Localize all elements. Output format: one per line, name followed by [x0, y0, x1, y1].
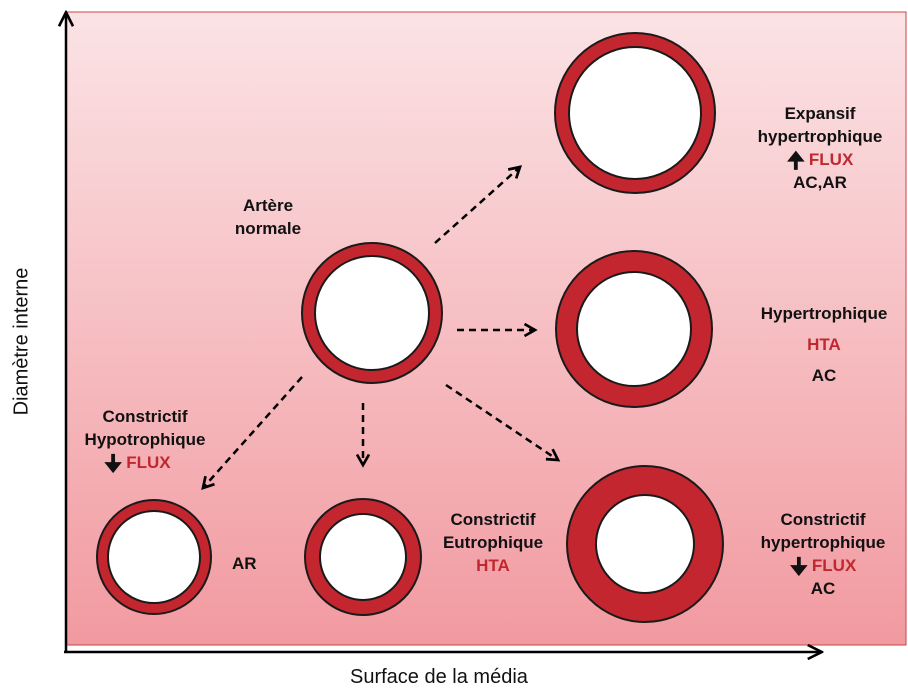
- down-arrow-icon: 🠋: [104, 450, 123, 476]
- vessel-expansif-lumen: [568, 46, 702, 180]
- label-hypertrophique: Hypertrophique HTA AC: [760, 304, 888, 385]
- vessel-expansif: [554, 32, 716, 194]
- y-axis-label: Diamètre interne: [10, 267, 33, 416]
- vessel-constrictif-hyper-lumen: [595, 494, 695, 594]
- label-constrictif-hyper: Constrictif hypertrophique 🠋FLUX AC: [760, 510, 886, 598]
- vessel-constrictif-hypo: [96, 499, 212, 615]
- up-arrow-icon: 🠉: [786, 147, 805, 173]
- label-constrictif-hypo: Constrictif Hypotrophique 🠋FLUX: [84, 407, 206, 476]
- vessel-normal-lumen: [314, 255, 430, 371]
- arrow-to-constrictif-hypo: [201, 376, 303, 491]
- vessel-constrictif-eutro: [304, 498, 422, 616]
- label-expansif: Expansif hypertrophique 🠉FLUX AC,AR: [757, 104, 883, 192]
- vessel-constrictif-eutro-lumen: [319, 513, 407, 601]
- arrow-to-constrictif-hyper: [445, 383, 561, 462]
- vessel-hypertrophique-lumen: [576, 271, 692, 387]
- vessel-hypertrophique: [555, 250, 713, 408]
- vessel-normal: [301, 242, 443, 384]
- label-normal: Artère normale: [234, 196, 302, 238]
- vessel-constrictif-hyper: [566, 465, 724, 623]
- down-arrow-icon: 🠋: [789, 553, 808, 579]
- vessel-constrictif-hypo-lumen: [107, 510, 201, 604]
- x-axis-label: Surface de la média: [350, 666, 528, 688]
- label-ar: AR: [232, 554, 257, 573]
- label-constrictif-eutro: Constrictif Eutrophique HTA: [442, 510, 544, 575]
